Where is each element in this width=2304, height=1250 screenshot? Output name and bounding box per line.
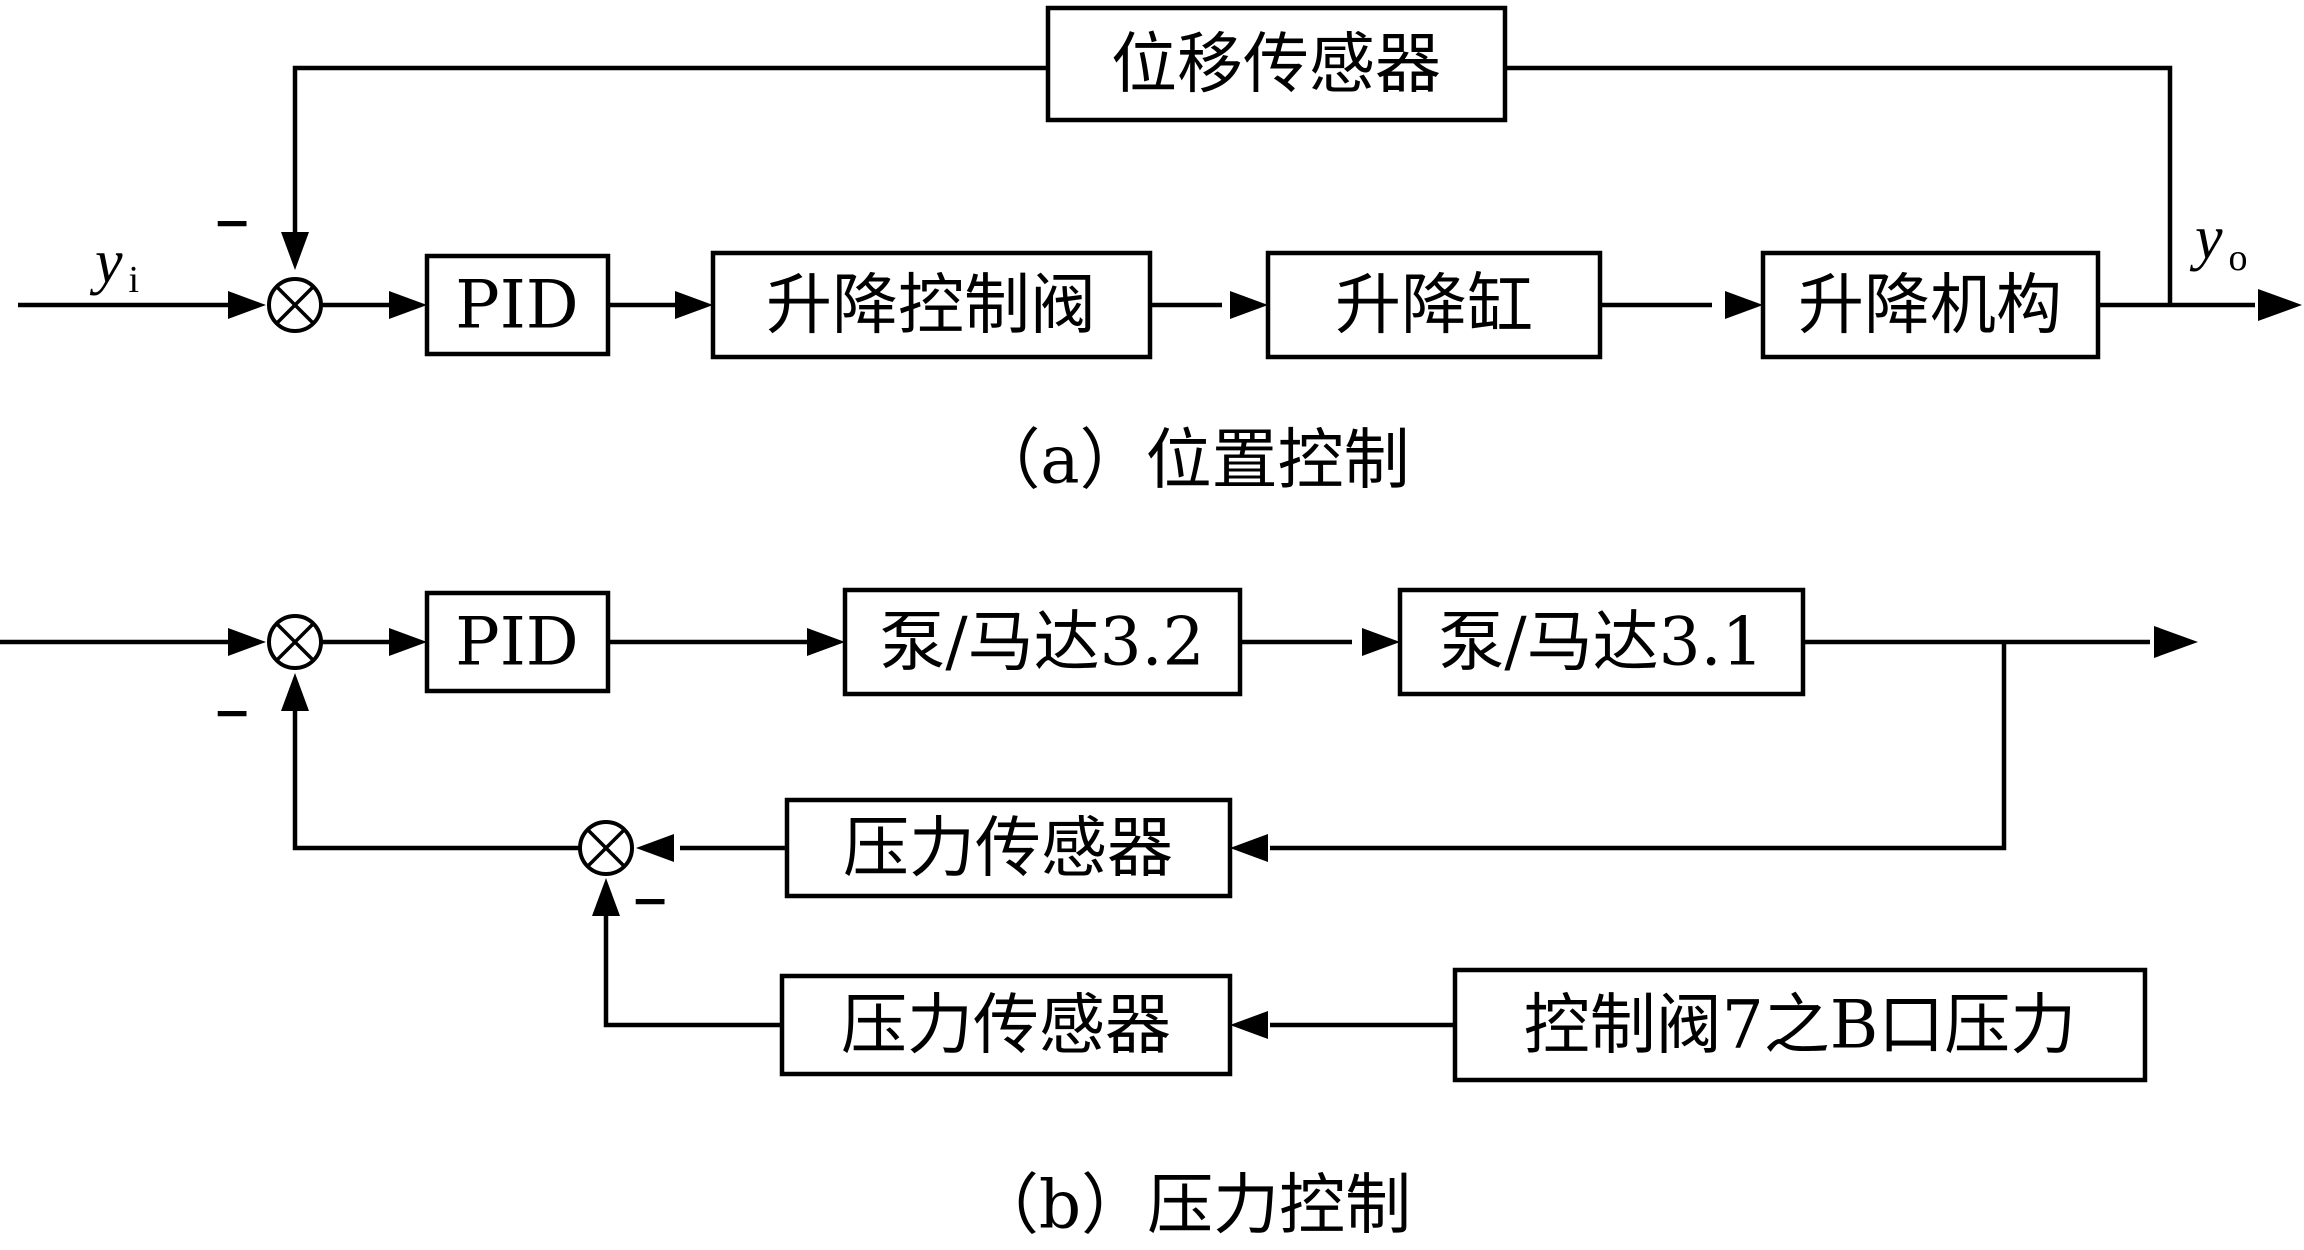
lift-mechanism-block: 升降机构: [1760, 250, 2101, 360]
feedback-sign-b2: −: [631, 873, 670, 927]
sum2-to-sum1-line: [292, 706, 580, 851]
arrow-into-pressure-sensor-2: [1230, 1011, 1268, 1039]
arrow-into-cylinder: [1230, 291, 1268, 319]
arrow-feedback-into-sum-b: [281, 673, 309, 711]
pressure-sensor-1-block: 压力传感器: [784, 797, 1233, 899]
arrow-into-pid-a: [389, 291, 427, 319]
lift-cylinder-label: 升降缸: [1335, 267, 1533, 344]
summing-junction-b1: [267, 614, 323, 670]
pressure-control-loop: PID 泵/马达3.2 泵/马达3.1 压力传感器 压力传感器 控制阀7之B口压…: [0, 587, 2198, 1244]
arrow-into-sum-a: [228, 291, 266, 319]
position-feedback-line: [1505, 65, 2173, 305]
caption-pressure-control: （b）压力控制: [973, 1167, 1411, 1244]
valve-b-port-pressure-block: 控制阀7之B口压力: [1452, 967, 2148, 1083]
lift-cylinder-block: 升降缸: [1265, 250, 1603, 360]
arrow-output-b: [2154, 626, 2198, 658]
pump-motor-3-2-label: 泵/马达3.2: [879, 604, 1204, 681]
pump-motor-3-1-block: 泵/马达3.1: [1397, 587, 1806, 697]
feedback-sign-b1: −: [213, 685, 252, 739]
pid-label-b: PID: [455, 604, 578, 681]
pid-block-a: PID: [424, 253, 611, 357]
displacement-sensor-label: 位移传感器: [1111, 26, 1441, 103]
pid-block-b: PID: [424, 590, 611, 694]
arrow-into-pump31: [1362, 628, 1400, 656]
lift-mechanism-label: 升降机构: [1798, 267, 2062, 344]
caption-position-control: （a）位置控制: [974, 422, 1409, 499]
arrow-up-into-sum2: [592, 878, 620, 916]
sensor2-to-sum2-line: [603, 910, 782, 1028]
valve-b-port-pressure-label: 控制阀7之B口压力: [1524, 987, 2077, 1064]
position-feedback-return-line: [292, 65, 1048, 236]
lift-control-valve-label: 升降控制阀: [766, 267, 1096, 344]
arrow-into-sum-b: [228, 628, 266, 656]
arrow-into-pid-b: [389, 628, 427, 656]
arrow-into-pressure-sensor-1: [1230, 834, 1268, 862]
summing-junction-b2: [578, 820, 634, 876]
arrow-into-valve-a: [675, 291, 713, 319]
arrow-into-pump32: [807, 628, 845, 656]
pid-label-a: PID: [455, 267, 578, 344]
arrow-feedback-into-sum-a: [281, 232, 309, 270]
pump-motor-3-1-label: 泵/马达3.1: [1438, 604, 1763, 681]
arrow-output-a: [2258, 289, 2302, 321]
pump-motor-3-2-block: 泵/马达3.2: [842, 587, 1243, 697]
feedback-sign-a: −: [213, 195, 252, 249]
pressure-sensor-1-label: 压力传感器: [843, 810, 1173, 887]
pressure-sensor-2-label: 压力传感器: [841, 987, 1171, 1064]
pump-pressure-feedback-line: [1270, 642, 2007, 851]
arrow-into-mechanism: [1725, 291, 1763, 319]
arrow-into-sum2: [636, 834, 674, 862]
pressure-sensor-2-block: 压力传感器: [779, 973, 1233, 1077]
lift-control-valve-block: 升降控制阀: [710, 250, 1153, 360]
summing-junction-a: [267, 277, 323, 333]
displacement-sensor-block: 位移传感器: [1045, 5, 1508, 123]
